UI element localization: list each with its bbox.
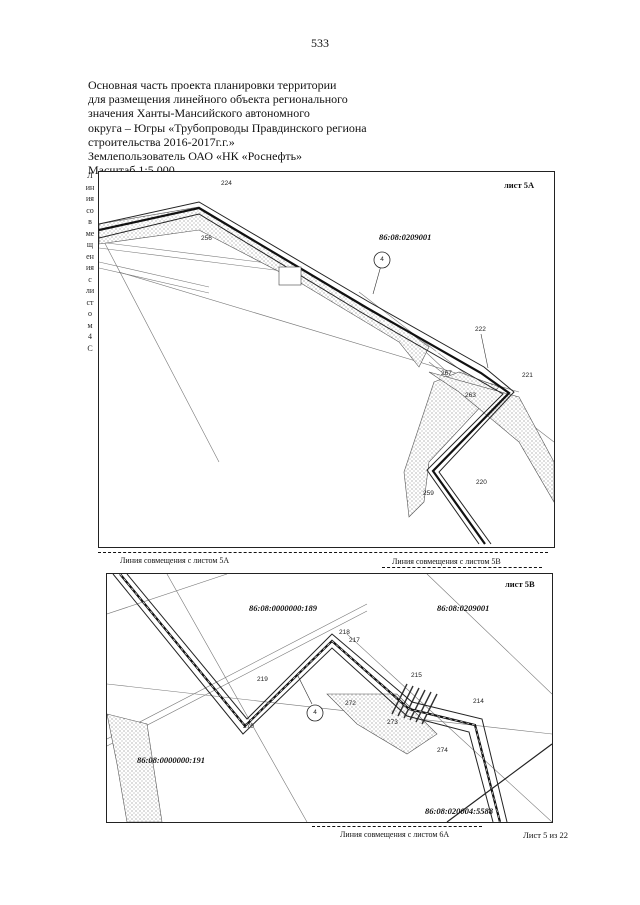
side-text-fragment: в xyxy=(88,217,92,226)
title-line: Основная часть проекта планировки террит… xyxy=(88,78,337,92)
pipeline-marker-circle xyxy=(373,251,391,269)
cadastral-number-label: 86:08:020004:5588 xyxy=(425,806,493,816)
boundary-line xyxy=(446,743,552,822)
point-label: 220 xyxy=(476,479,487,486)
hatched-strip xyxy=(99,206,430,368)
hatched-strip xyxy=(428,371,554,503)
corridor-outer-line xyxy=(112,574,494,822)
point-label: 274 xyxy=(437,747,448,754)
structure-outline xyxy=(278,266,302,286)
side-text-fragment: ли xyxy=(85,286,95,295)
point-label: 214 xyxy=(473,698,484,705)
pipeline-marker-label: 4 xyxy=(313,709,317,716)
junction-label-5a: Линия совмещения с листом 5А xyxy=(120,556,230,565)
point-label: 272 xyxy=(345,700,356,707)
side-text-fragment: Л xyxy=(87,171,93,180)
title-line: для размещения линейного объекта региона… xyxy=(88,92,348,107)
point-label: 224 xyxy=(221,180,232,187)
background-lines xyxy=(107,574,552,822)
point-label: 273 xyxy=(387,719,398,726)
point-label: 215 xyxy=(411,672,422,679)
background-lines xyxy=(99,231,554,473)
title-block: Основная часть проекта планировки террит… xyxy=(88,78,367,177)
map-sheet-5b: лист 5В 86:08:0000000:189 86:08:0209001 … xyxy=(106,573,553,823)
junction-line xyxy=(312,826,482,827)
leader-line xyxy=(480,333,489,369)
title-line: строительства 2016-2017г.г.» xyxy=(88,134,235,149)
cadastral-number-label: 86:08:0209001 xyxy=(437,603,490,613)
sheet-label-5b: лист 5В xyxy=(505,579,535,589)
hatched-strip xyxy=(326,693,438,755)
side-text-fragment: ме xyxy=(85,228,95,238)
side-text-fragment: ия xyxy=(86,194,94,203)
sheet-label-5a: лист 5А xyxy=(504,180,535,190)
side-text-fragment: о xyxy=(88,309,92,318)
page-number: 533 xyxy=(311,36,329,50)
side-text-fragment: С xyxy=(87,343,93,353)
point-label: 270 xyxy=(243,723,254,730)
corridor-outer-line xyxy=(126,574,508,822)
corridor-outer-line xyxy=(99,213,504,545)
side-text-fragment: ин xyxy=(85,182,95,192)
point-label: 263 xyxy=(465,392,476,399)
hatched-strip xyxy=(107,713,163,822)
junction-line xyxy=(382,567,542,568)
vertical-junction-text: Л ин ия со в ме щ ен ия с ли ст о м 4 С xyxy=(84,170,96,354)
point-label: 259 xyxy=(423,490,434,497)
side-text-fragment: ст xyxy=(86,297,94,307)
title-line: округа – Югры «Трубопроводы Правдинского… xyxy=(88,120,367,135)
side-text-fragment: 4 xyxy=(88,332,92,341)
map-5b-drawing xyxy=(107,574,552,822)
junction-line xyxy=(98,552,548,553)
point-label: 218 xyxy=(339,629,350,636)
corridor-outer-line xyxy=(99,201,515,545)
side-text-fragment: м xyxy=(87,320,93,330)
pipeline-axis xyxy=(99,206,511,545)
junction-label-5b: Линия совмещения с листом 5В xyxy=(392,557,501,566)
point-label: 219 xyxy=(257,676,268,683)
point-label: 222 xyxy=(475,326,486,333)
land-user-line: Землепользователь ОАО «НК «Роснефть» xyxy=(88,149,303,164)
point-label: 217 xyxy=(349,637,360,644)
sheet-counter: Лист 5 из 22 xyxy=(523,830,568,840)
point-label: 256 xyxy=(201,235,212,242)
side-text-fragment: ен xyxy=(86,251,94,261)
leader-line xyxy=(296,673,313,705)
crossing-hatch xyxy=(391,683,438,725)
pipeline-marker-circle xyxy=(306,704,324,722)
cadastral-number-label: 86:08:0000000:189 xyxy=(249,603,317,613)
cadastral-number-label: 86:08:0000000:191 xyxy=(137,755,205,765)
pipeline-axis-dash xyxy=(99,210,507,545)
map-sheet-5a: лист 5А 86:08:0209001 4 224 256 222 221 … xyxy=(98,171,555,548)
side-text-fragment: ия xyxy=(86,263,94,272)
side-text-fragment: со xyxy=(86,205,94,215)
junction-label-6a: Линия совмещения с листом 6А xyxy=(340,830,450,839)
title-line: значения Ханты-Мансийского автономного xyxy=(88,106,310,121)
side-text-fragment: щ xyxy=(86,240,94,249)
cadastral-number-label: 86:08:0209001 xyxy=(379,232,432,242)
point-label: 267 xyxy=(441,370,452,377)
point-label: 221 xyxy=(522,372,533,379)
map-5a-drawing xyxy=(99,201,554,545)
pipeline-marker-label: 4 xyxy=(380,256,384,263)
hatched-strip xyxy=(403,371,500,518)
pipeline-axis-dash xyxy=(119,574,501,822)
side-text-fragment: с xyxy=(88,274,92,284)
